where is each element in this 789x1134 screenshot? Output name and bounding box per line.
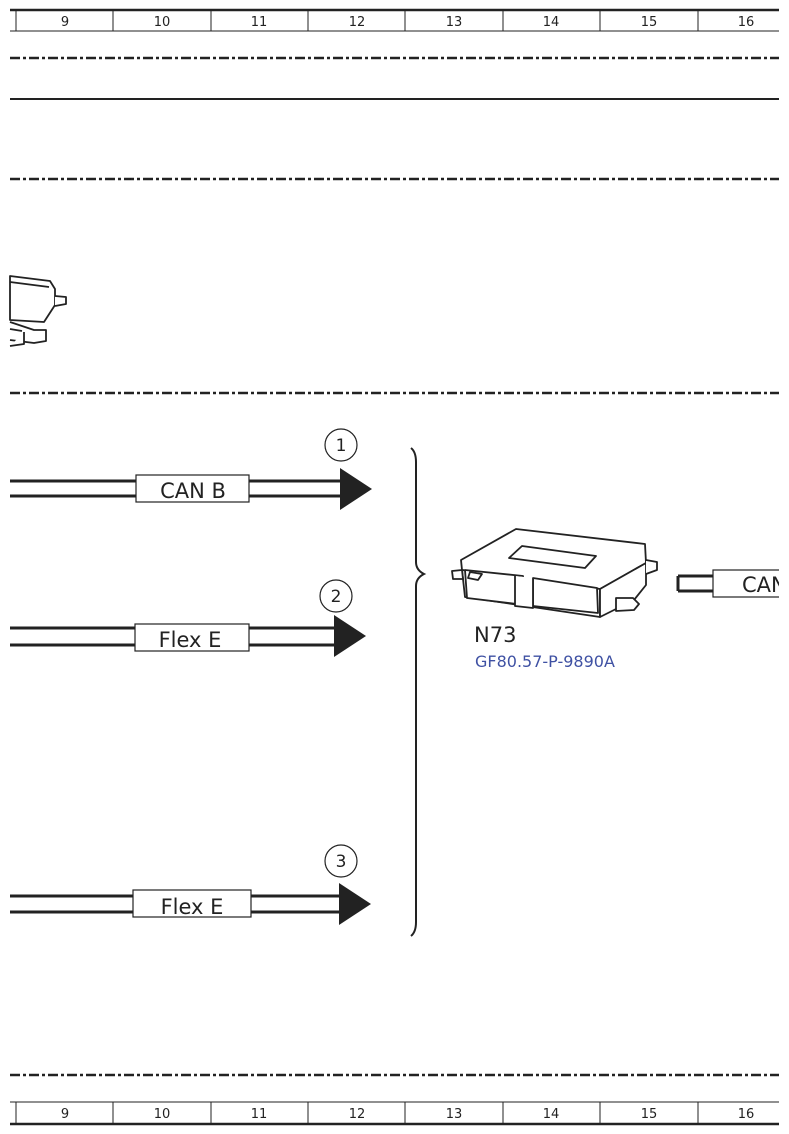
bottom-column-ruler: 9 10 11 12 13 14 15 16 [10, 1101, 779, 1126]
bottom-ruler-col-1: 9 [61, 1107, 69, 1122]
arrow-right-icon [340, 468, 372, 510]
top-ruler-col-4: 12 [349, 15, 366, 30]
signal-label-box [135, 474, 250, 503]
callout-circle [319, 579, 353, 613]
bottom-ruler-col-4: 12 [349, 1107, 366, 1122]
signal-label-box [134, 623, 250, 652]
callout-1: 1 [336, 436, 347, 456]
top-column-ruler: 9 10 11 12 13 14 15 16 [10, 8, 779, 32]
connection-flex-e-1: Flex E 2 [10, 579, 366, 657]
top-ruler-col-1: 9 [61, 15, 69, 30]
top-ruler-col-3: 11 [251, 15, 268, 30]
arrow-right-icon [334, 615, 366, 657]
top-ruler-col-6: 14 [543, 15, 560, 30]
connection-flex-e-2: Flex E 3 [10, 844, 371, 925]
bottom-ruler-col-3: 11 [251, 1107, 268, 1122]
top-ruler-col-7: 15 [641, 15, 658, 30]
connection-2-label: Flex E [159, 628, 222, 652]
callout-circle [324, 844, 358, 878]
component-reference-link[interactable]: GF80.57-P-9890A [475, 652, 615, 671]
connection-3-label: Flex E [161, 895, 224, 919]
connection-can-right: CAN [676, 569, 789, 598]
bottom-ruler-col-8: 16 [738, 1107, 755, 1122]
connection-1-label: CAN B [160, 479, 226, 503]
top-ruler-col-2: 10 [154, 15, 171, 30]
partial-control-module-icon [9, 275, 67, 347]
grouping-brace [410, 447, 427, 937]
control-module-n73-icon [451, 528, 658, 618]
bottom-ruler-col-7: 15 [641, 1107, 658, 1122]
signal-label-box [132, 889, 252, 918]
arrow-right-icon [339, 883, 371, 925]
bottom-ruler-col-5: 13 [446, 1107, 463, 1122]
callout-circle [324, 428, 358, 462]
component-code: N73 [474, 623, 516, 647]
bottom-ruler-col-6: 14 [543, 1107, 560, 1122]
signal-label-box [712, 569, 789, 598]
callout-3: 3 [336, 852, 347, 872]
bottom-ruler-col-2: 10 [154, 1107, 171, 1122]
callout-2: 2 [331, 587, 342, 607]
connection-can-b: CAN B 1 [10, 428, 372, 510]
top-ruler-col-5: 13 [446, 15, 463, 30]
top-ruler-col-8: 16 [738, 15, 755, 30]
right-margin [779, 0, 789, 1134]
section-dividers [10, 56, 779, 1077]
